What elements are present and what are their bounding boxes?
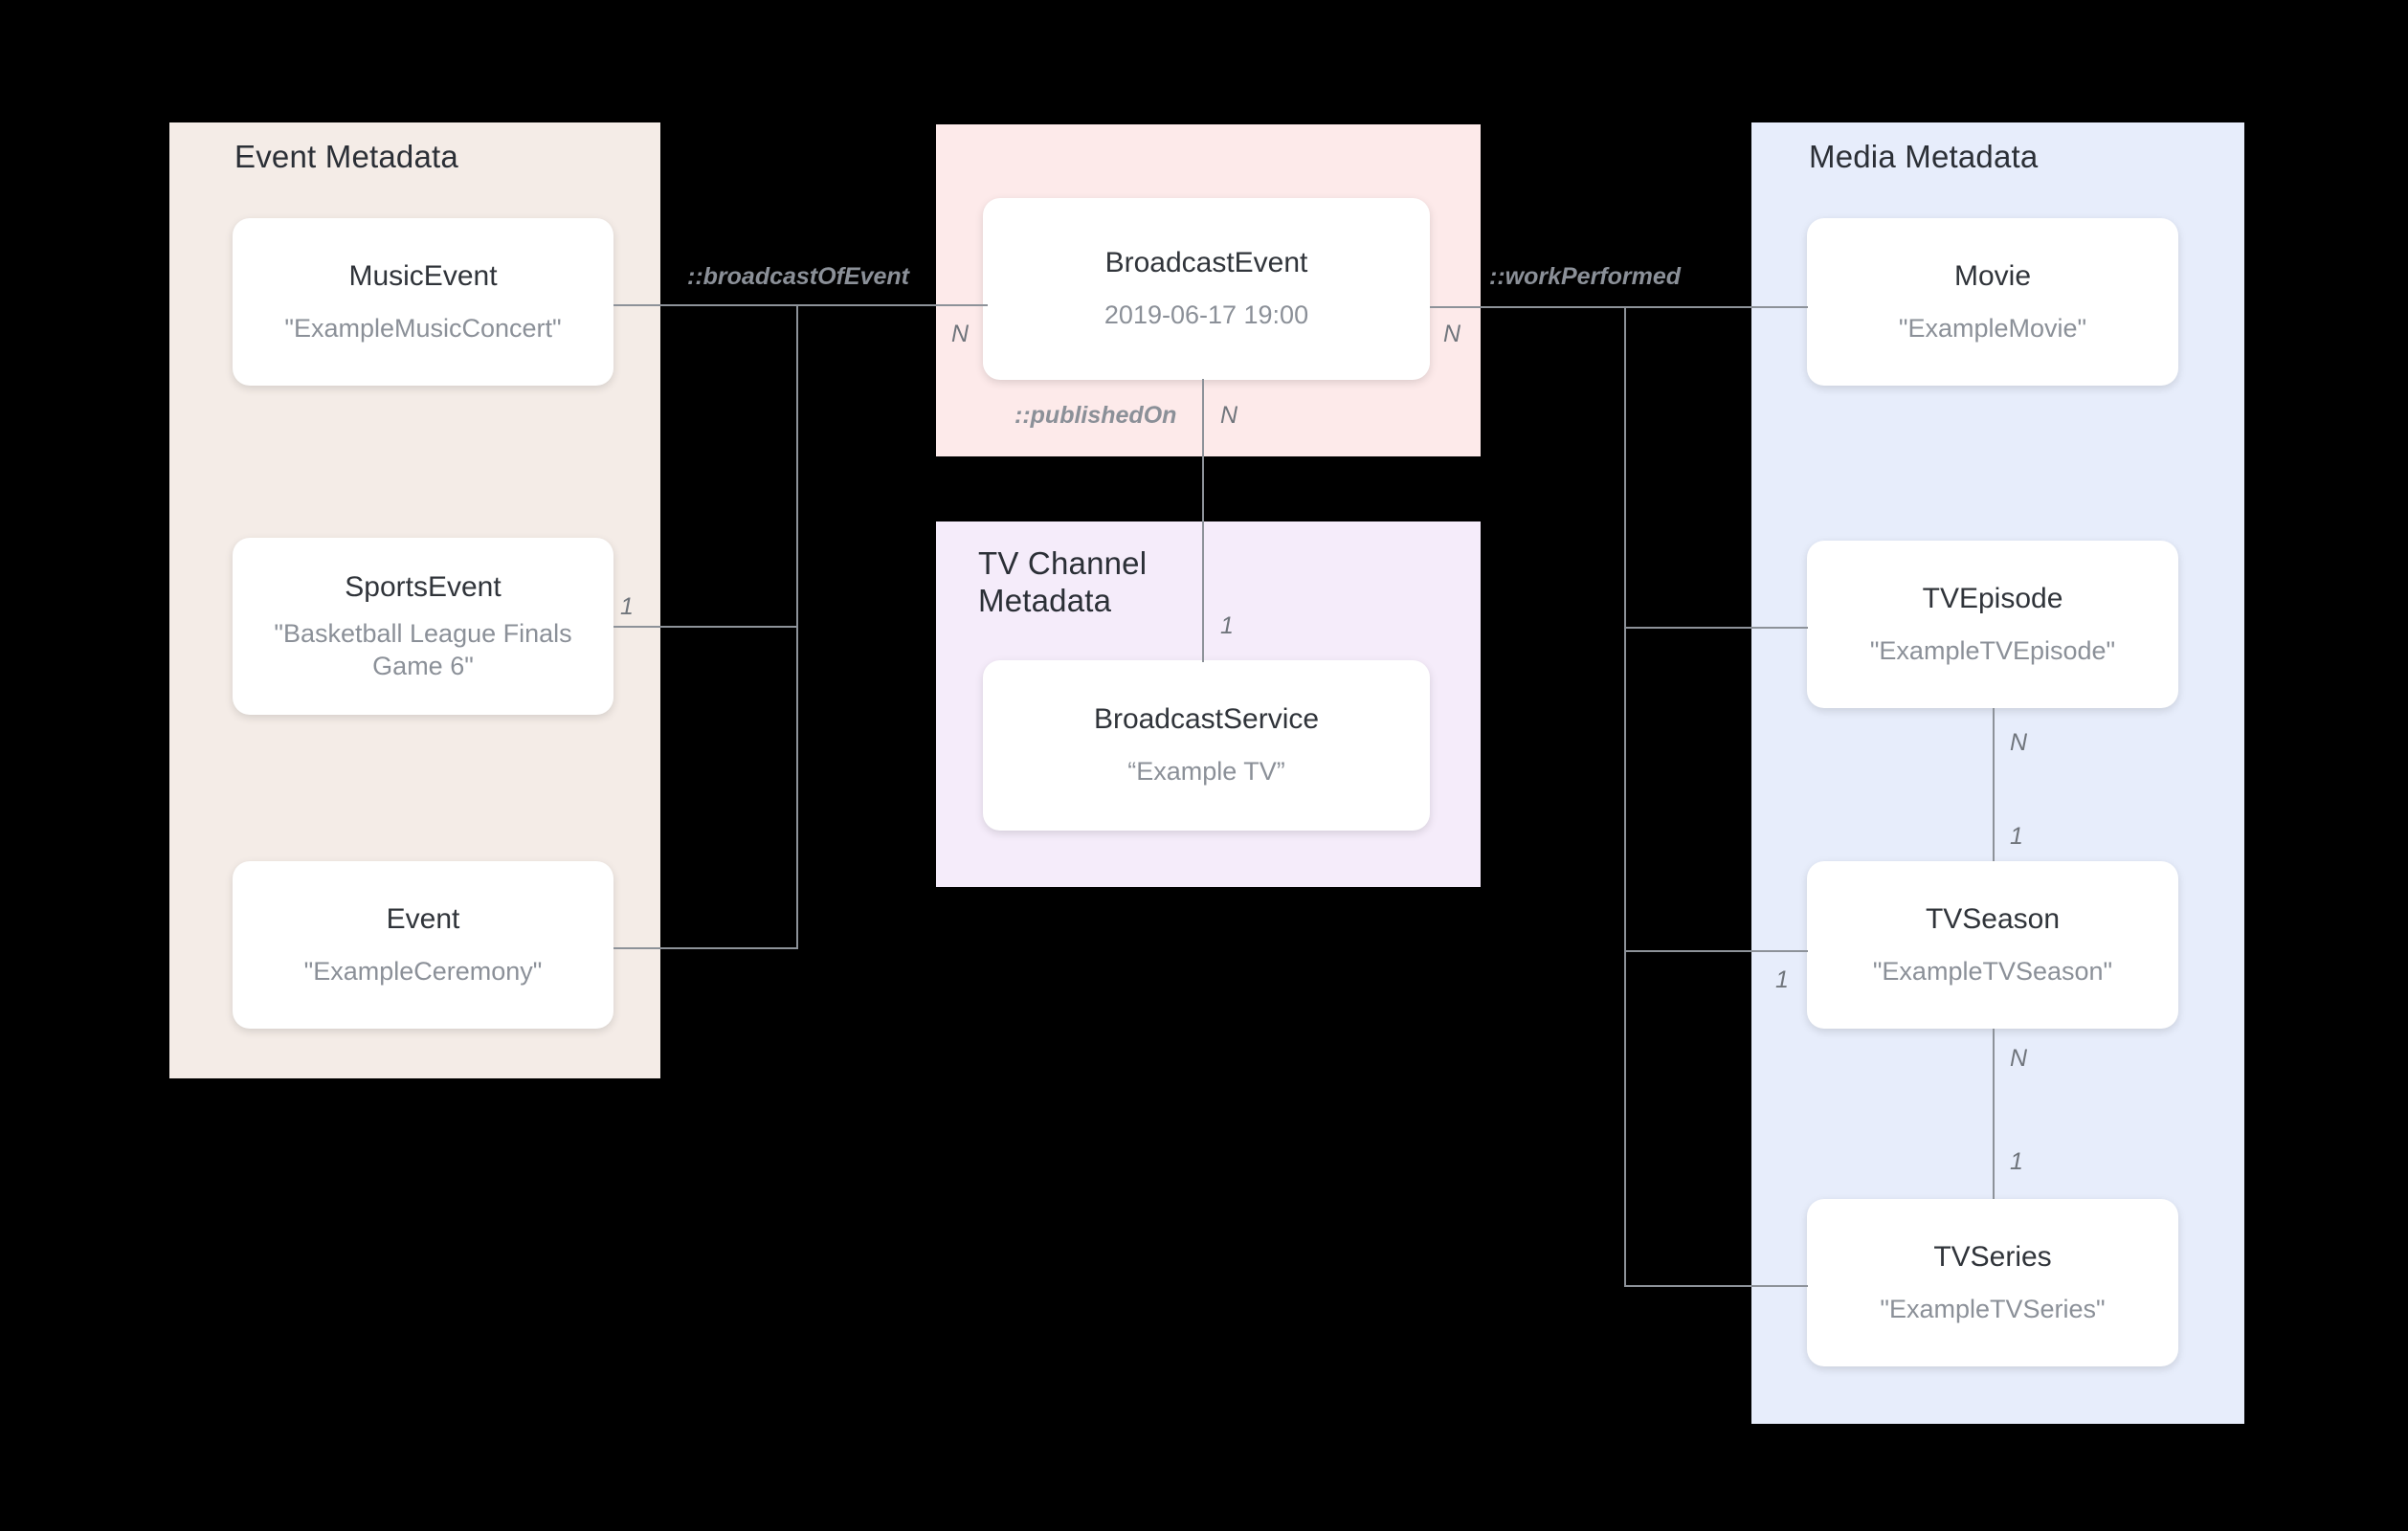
connector-broadcast-of-event: [796, 304, 988, 306]
connector-movie: [1624, 306, 1808, 308]
connector-tv-series: [1624, 1285, 1808, 1287]
node-tv-series-value: "ExampleTVSeries": [1880, 1294, 2106, 1323]
connector-work-performed: [1430, 306, 1627, 308]
node-tv-series-title: TVSeries: [1933, 1240, 2052, 1273]
connector-event: [613, 947, 797, 949]
connector-published-on: [1202, 379, 1204, 662]
node-tv-season-value: "ExampleTVSeason": [1872, 956, 2113, 986]
node-broadcast-service[interactable]: BroadcastService “Example TV”: [983, 660, 1430, 831]
relation-label-published-on: ::publishedOn: [1014, 402, 1177, 429]
node-tv-episode[interactable]: TVEpisode "ExampleTVEpisode": [1807, 541, 2178, 708]
cardinality-broadcast-event-left: N: [951, 321, 970, 347]
node-tv-season[interactable]: TVSeason "ExampleTVSeason": [1807, 861, 2178, 1029]
cardinality-published-on-top: N: [1220, 402, 1238, 429]
node-event-title: Event: [386, 902, 460, 935]
relation-label-work-performed: ::workPerformed: [1489, 263, 1682, 290]
node-broadcast-event-title: BroadcastEvent: [1104, 247, 1308, 279]
group-event-metadata-title: Event Metadata: [234, 139, 458, 174]
connector-event-trunk: [796, 304, 798, 949]
cardinality-episode-season-1: 1: [2010, 823, 2023, 850]
cardinality-season-series-n: N: [2010, 1045, 2028, 1072]
node-sports-event-title: SportsEvent: [345, 571, 502, 604]
node-tv-season-title: TVSeason: [1925, 902, 2061, 935]
node-movie-value: "ExampleMovie": [1898, 313, 2087, 343]
node-sports-event-value: "Basketball League Finals Game 6": [274, 619, 572, 680]
node-sports-event[interactable]: SportsEvent "Basketball League Finals Ga…: [233, 538, 613, 715]
node-music-event[interactable]: MusicEvent "ExampleMusicConcert": [233, 218, 613, 386]
node-broadcast-event-value: 2019-06-17 19:00: [1104, 300, 1309, 330]
node-tv-episode-value: "ExampleTVEpisode": [1869, 635, 2116, 665]
cardinality-tv-season-left: 1: [1775, 966, 1789, 993]
cardinality-season-series-1: 1: [2010, 1148, 2023, 1175]
node-movie-title: Movie: [1953, 259, 2032, 292]
connector-tv-episode: [1624, 627, 1808, 629]
relation-label-broadcast-of-event: ::broadcastOfEvent: [687, 263, 909, 290]
node-broadcast-service-title: BroadcastService: [1093, 703, 1320, 736]
node-tv-series[interactable]: TVSeries "ExampleTVSeries": [1807, 1199, 2178, 1366]
node-movie[interactable]: Movie "ExampleMovie": [1807, 218, 2178, 386]
connector-media-trunk: [1624, 306, 1626, 1287]
node-tv-episode-title: TVEpisode: [1922, 582, 2063, 614]
connector-sports-event: [613, 626, 797, 628]
cardinality-published-on-bottom: 1: [1220, 612, 1234, 639]
cardinality-sports-event-right: 1: [620, 593, 634, 620]
cardinality-broadcast-event-right: N: [1443, 321, 1461, 347]
connector-tv-season: [1624, 950, 1808, 952]
node-broadcast-service-value: “Example TV”: [1127, 757, 1285, 787]
connector-music-event: [613, 304, 797, 306]
node-music-event-title: MusicEvent: [348, 259, 498, 292]
group-media-metadata-title: Media Metadata: [1809, 139, 2039, 174]
node-event[interactable]: Event "ExampleCeremony": [233, 861, 613, 1029]
group-tv-channel-metadata-title: TV Channel Metadata: [978, 545, 1148, 618]
node-event-value: "ExampleCeremony": [303, 956, 543, 986]
node-music-event-value: "ExampleMusicConcert": [284, 313, 562, 343]
connector-episode-season: [1993, 708, 1995, 861]
cardinality-episode-season-n: N: [2010, 729, 2028, 756]
node-broadcast-event[interactable]: BroadcastEvent 2019-06-17 19:00: [983, 198, 1430, 380]
connector-season-series: [1993, 1029, 1995, 1199]
